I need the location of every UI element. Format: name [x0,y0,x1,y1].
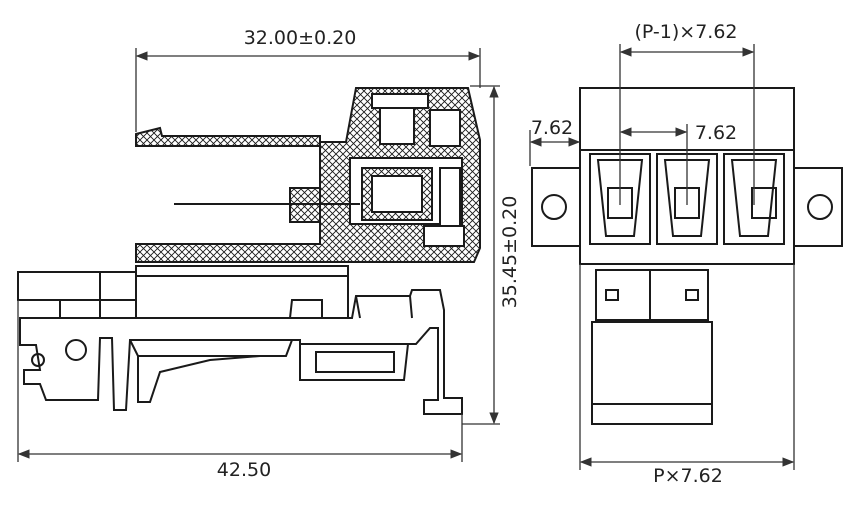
dimension-lines [17,44,795,470]
dim-pitch-left: 7.62 [531,117,573,139]
finger-grip [135,126,321,147]
dim-pitch-span: (P-1)×7.62 [634,21,737,43]
mount-hole [65,339,87,361]
dim-top-width: 32.00±0.20 [244,27,357,49]
left-flange [531,167,580,247]
dim-pitch-inner: 7.62 [695,122,737,144]
right-flange [794,167,843,247]
release-lever [17,271,137,301]
dim-height: 35.45±0.20 [499,196,521,309]
plug-front-body [579,87,795,265]
dim-overall-width: P×7.62 [653,465,723,487]
left-mount-hole [541,194,567,220]
base-housing [591,321,713,425]
right-mount-hole [807,194,833,220]
din-rail-base [19,289,463,415]
dimension-labels: 32.00±0.20 42.50 35.45±0.20 (P-1)×7.62 7… [217,21,738,487]
dim-bottom-width: 42.50 [217,459,271,481]
base-connector [595,269,709,321]
side-view [17,87,481,415]
terminal-body [135,265,349,319]
